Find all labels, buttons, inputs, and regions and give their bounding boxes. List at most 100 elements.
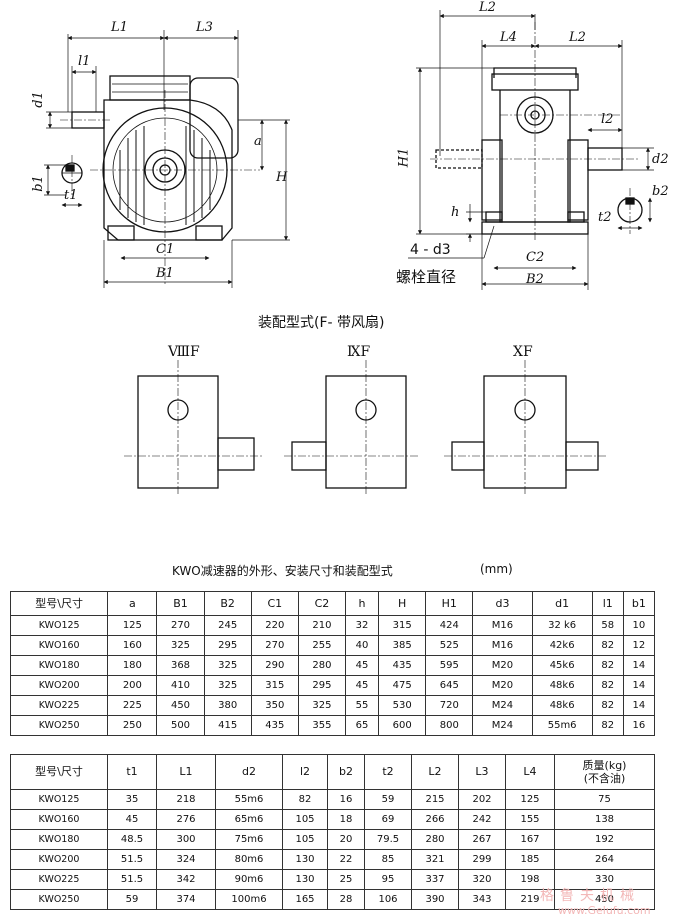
- value-cell: 192: [554, 829, 655, 850]
- value-cell: M24: [472, 715, 533, 736]
- reducer-drawings: [44, 10, 654, 290]
- bolt-count-label: 4 - d3: [410, 242, 451, 258]
- value-cell: 299: [458, 849, 506, 870]
- value-cell: 125: [505, 789, 555, 810]
- value-cell: 180: [107, 655, 158, 676]
- table-header-cell: L1: [156, 754, 216, 790]
- dimension-table-1: 型号\尺寸 a B1 B2 C1 C2 h H H1 d3 d1 l1 b1 K…: [9, 591, 656, 736]
- value-cell: 18: [327, 809, 365, 830]
- value-cell: 82: [591, 695, 624, 716]
- dim-L1: L1: [111, 20, 128, 35]
- dim-L4: L4: [500, 30, 517, 45]
- value-cell: 800: [425, 715, 474, 736]
- value-cell: 125: [107, 615, 158, 636]
- value-cell: 48k6: [531, 695, 593, 716]
- model-cell: KWO125: [10, 789, 108, 810]
- value-cell: 106: [364, 889, 412, 910]
- value-cell: 40: [344, 635, 380, 656]
- value-cell: 28: [327, 889, 365, 910]
- model-cell: KWO180: [9, 655, 109, 676]
- value-cell: 290: [250, 655, 299, 676]
- value-cell: 276: [156, 809, 216, 830]
- value-cell: M24: [472, 695, 533, 716]
- value-cell: 267: [458, 829, 506, 850]
- value-cell: M20: [472, 655, 533, 676]
- value-cell: 48k6: [531, 675, 593, 696]
- value-cell: 82: [591, 655, 624, 676]
- dim-h: h: [451, 205, 460, 220]
- table-header-row: 型号\尺寸 t1 L1 d2 l2 b2 t2 L2 L3 L4 质量(kg) …: [10, 754, 655, 790]
- table-header-cell: C2: [297, 591, 347, 616]
- model-cell: KWO225: [10, 869, 108, 890]
- table-header-cell: B2: [203, 591, 252, 616]
- value-cell: 264: [554, 849, 655, 870]
- value-cell: 79.5: [364, 829, 412, 850]
- value-cell: 450: [554, 889, 655, 910]
- value-cell: 600: [378, 715, 427, 736]
- value-cell: 355: [297, 715, 347, 736]
- value-cell: 22: [327, 849, 365, 870]
- table-header-cell: H1: [425, 591, 474, 616]
- watermark-cn: 格鲁夫机械: [540, 888, 640, 904]
- value-cell: 645: [425, 675, 474, 696]
- value-cell: 325: [203, 655, 252, 676]
- value-cell: 165: [282, 889, 328, 910]
- dim-B2: B2: [526, 272, 544, 287]
- value-cell: 218: [156, 789, 216, 810]
- value-cell: M16: [472, 635, 533, 656]
- dimension-table-2: 型号\尺寸 t1 L1 d2 l2 b2 t2 L2 L3 L4 质量(kg) …: [10, 754, 655, 910]
- value-cell: 90m6: [215, 869, 283, 890]
- value-cell: 380: [203, 695, 252, 716]
- value-cell: 200: [107, 675, 158, 696]
- value-cell: 10: [622, 615, 656, 636]
- value-cell: 55m6: [531, 715, 593, 736]
- value-cell: 315: [378, 615, 427, 636]
- watermark-url: www.Gelufu.com: [558, 904, 651, 917]
- value-cell: 51.5: [107, 869, 157, 890]
- assembly-diagrams: [124, 360, 608, 496]
- value-cell: 325: [297, 695, 347, 716]
- value-cell: 295: [297, 675, 347, 696]
- table-header-cell: d2: [215, 754, 283, 790]
- value-cell: 130: [282, 849, 328, 870]
- value-cell: 374: [156, 889, 216, 910]
- value-cell: 220: [250, 615, 299, 636]
- value-cell: 14: [622, 695, 656, 716]
- value-cell: 82: [591, 635, 624, 656]
- value-cell: 525: [425, 635, 474, 656]
- table-header-cell: L3: [458, 754, 506, 790]
- value-cell: 415: [203, 715, 252, 736]
- value-cell: 368: [156, 655, 205, 676]
- value-cell: 242: [458, 809, 506, 830]
- value-cell: 14: [622, 655, 656, 676]
- value-cell: 210: [297, 615, 347, 636]
- value-cell: 343: [458, 889, 506, 910]
- table-header-cell: 型号\尺寸: [10, 754, 108, 790]
- value-cell: 350: [250, 695, 299, 716]
- table-header-cell: B1: [156, 591, 205, 616]
- table-header-cell: l1: [591, 591, 624, 616]
- value-cell: 100m6: [215, 889, 283, 910]
- value-cell: M16: [472, 615, 533, 636]
- value-cell: 215: [411, 789, 459, 810]
- mass-header-line-2: (不含油): [583, 772, 626, 785]
- value-cell: 325: [156, 635, 205, 656]
- table-header-cell: a: [107, 591, 158, 616]
- mass-header-line-1: 质量(kg): [582, 759, 627, 772]
- bolt-diameter-label: 螺栓直径: [396, 268, 457, 286]
- value-cell: 42k6: [531, 635, 593, 656]
- dim-C2: C2: [526, 250, 545, 265]
- value-cell: 75: [554, 789, 655, 810]
- value-cell: 324: [156, 849, 216, 870]
- value-cell: 45: [344, 675, 380, 696]
- value-cell: 45: [107, 809, 157, 830]
- assembly-type-8f: ⅧF: [168, 344, 200, 360]
- dim-B1: B1: [156, 266, 174, 281]
- mass-header-cell: 质量(kg) (不含油): [554, 754, 655, 790]
- value-cell: 410: [156, 675, 205, 696]
